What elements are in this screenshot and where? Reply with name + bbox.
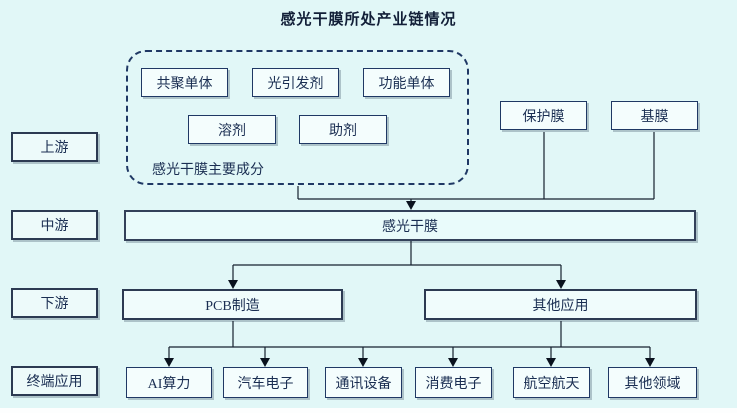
box-ai-computing: AI算力 (126, 367, 212, 398)
connector-mid-to-downstream (232, 241, 562, 281)
box-base-film-text: 基膜 (640, 109, 669, 125)
box-copolymer-monomer-text: 共聚单体 (156, 76, 213, 92)
box-communication-equipment: 通讯设备 (325, 367, 402, 398)
arrow-down-icon (546, 358, 556, 367)
box-consumer-electronics: 消费电子 (415, 367, 492, 398)
box-aerospace: 航空航天 (513, 367, 590, 398)
box-copolymer-monomer: 共聚单体 (141, 68, 228, 97)
box-other-applications: 其他应用 (424, 289, 697, 320)
diagram-title: 感光干膜所处产业链情况 (280, 12, 457, 28)
box-additive: 助剂 (299, 115, 387, 144)
arrow-down-icon (228, 280, 238, 289)
box-photosensitive-dry-film-text: 感光干膜 (382, 219, 438, 235)
arrow-down-icon (406, 201, 416, 210)
box-additive-text: 助剂 (329, 123, 357, 139)
stage-label-terminal-text: 终端应用 (26, 375, 83, 390)
stage-label-downstream: 下游 (11, 288, 98, 318)
connector-downstream-to-terminal (168, 321, 651, 359)
box-other-fields: 其他领域 (608, 367, 697, 398)
arrow-down-icon (556, 280, 566, 289)
box-functional-monomer: 功能单体 (363, 68, 450, 97)
box-solvent: 溶剂 (188, 115, 276, 144)
bottom-margin-strip (0, 408, 737, 413)
box-other-fields-text: 其他领域 (624, 376, 681, 392)
stage-label-upstream: 上游 (11, 132, 98, 162)
stage-label-midstream: 中游 (11, 210, 98, 240)
arrow-down-icon (645, 358, 655, 367)
box-solvent-text: 溶剂 (218, 123, 246, 139)
arrow-down-icon (448, 358, 458, 367)
stage-label-downstream-text: 下游 (40, 297, 69, 312)
box-protective-film-text: 保护膜 (522, 109, 565, 125)
main-components-caption: 感光干膜主要成分 (152, 163, 264, 178)
box-pcb-manufacturing-text: PCB制造 (205, 298, 260, 314)
box-automotive-electronics-text: 汽车电子 (237, 376, 294, 392)
box-other-applications-text: 其他应用 (532, 298, 589, 314)
box-photoinitiator: 光引发剂 (252, 68, 339, 97)
box-base-film: 基膜 (611, 101, 698, 130)
stage-label-upstream-text: 上游 (40, 141, 69, 156)
box-photosensitive-dry-film: 感光干膜 (124, 210, 696, 241)
box-communication-equipment-text: 通讯设备 (335, 376, 392, 392)
box-automotive-electronics: 汽车电子 (223, 367, 308, 398)
stage-label-midstream-text: 中游 (40, 219, 69, 234)
box-photoinitiator-text: 光引发剂 (267, 76, 324, 92)
arrow-down-icon (164, 358, 174, 367)
stage-label-terminal: 终端应用 (11, 366, 98, 396)
box-consumer-electronics-text: 消费电子 (425, 376, 482, 392)
box-protective-film: 保护膜 (500, 101, 587, 130)
box-functional-monomer-text: 功能单体 (378, 76, 435, 92)
box-ai-computing-text: AI算力 (147, 376, 191, 392)
box-aerospace-text: 航空航天 (523, 376, 580, 392)
arrow-down-icon (358, 358, 368, 367)
box-pcb-manufacturing: PCB制造 (122, 289, 343, 320)
arrow-down-icon (260, 358, 270, 367)
